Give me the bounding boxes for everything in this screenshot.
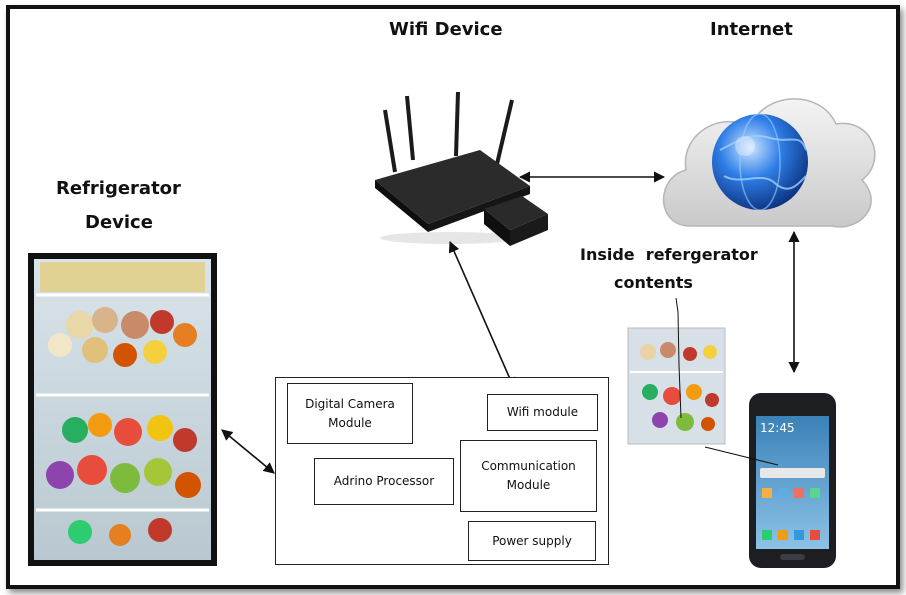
router-wifimodule-arrow (448, 240, 516, 390)
callout-line-thumbnail (675, 297, 682, 419)
internet-label: Internet (710, 19, 793, 40)
fridge-system-arrow (221, 429, 275, 474)
refrigerator-photo (28, 253, 217, 566)
power-supply-box: Power supply (468, 521, 596, 561)
wifi-extender-icon (484, 196, 548, 246)
communication-module-box: Communication Module (460, 440, 597, 512)
fridge-contents-thumbnail (627, 327, 726, 445)
refrigerator-label-line1: Refrigerator (56, 178, 181, 199)
smartphone-icon (749, 393, 836, 568)
refrigerator-label-line2: Device (85, 212, 153, 233)
adrino-processor-box: Adrino Processor (314, 458, 454, 505)
wifi-module-box: Wifi module (487, 394, 598, 431)
phone-clock-text: 12:45 (760, 421, 795, 435)
globe-icon (712, 113, 808, 211)
inside-contents-label-line2: contents (614, 273, 693, 292)
digital-camera-module-box: Digital Camera Module (287, 383, 413, 444)
callout-line-phone (704, 446, 779, 466)
inside-contents-label-line1: Inside refergerator (580, 245, 758, 264)
wifi-device-label: Wifi Device (389, 19, 503, 40)
